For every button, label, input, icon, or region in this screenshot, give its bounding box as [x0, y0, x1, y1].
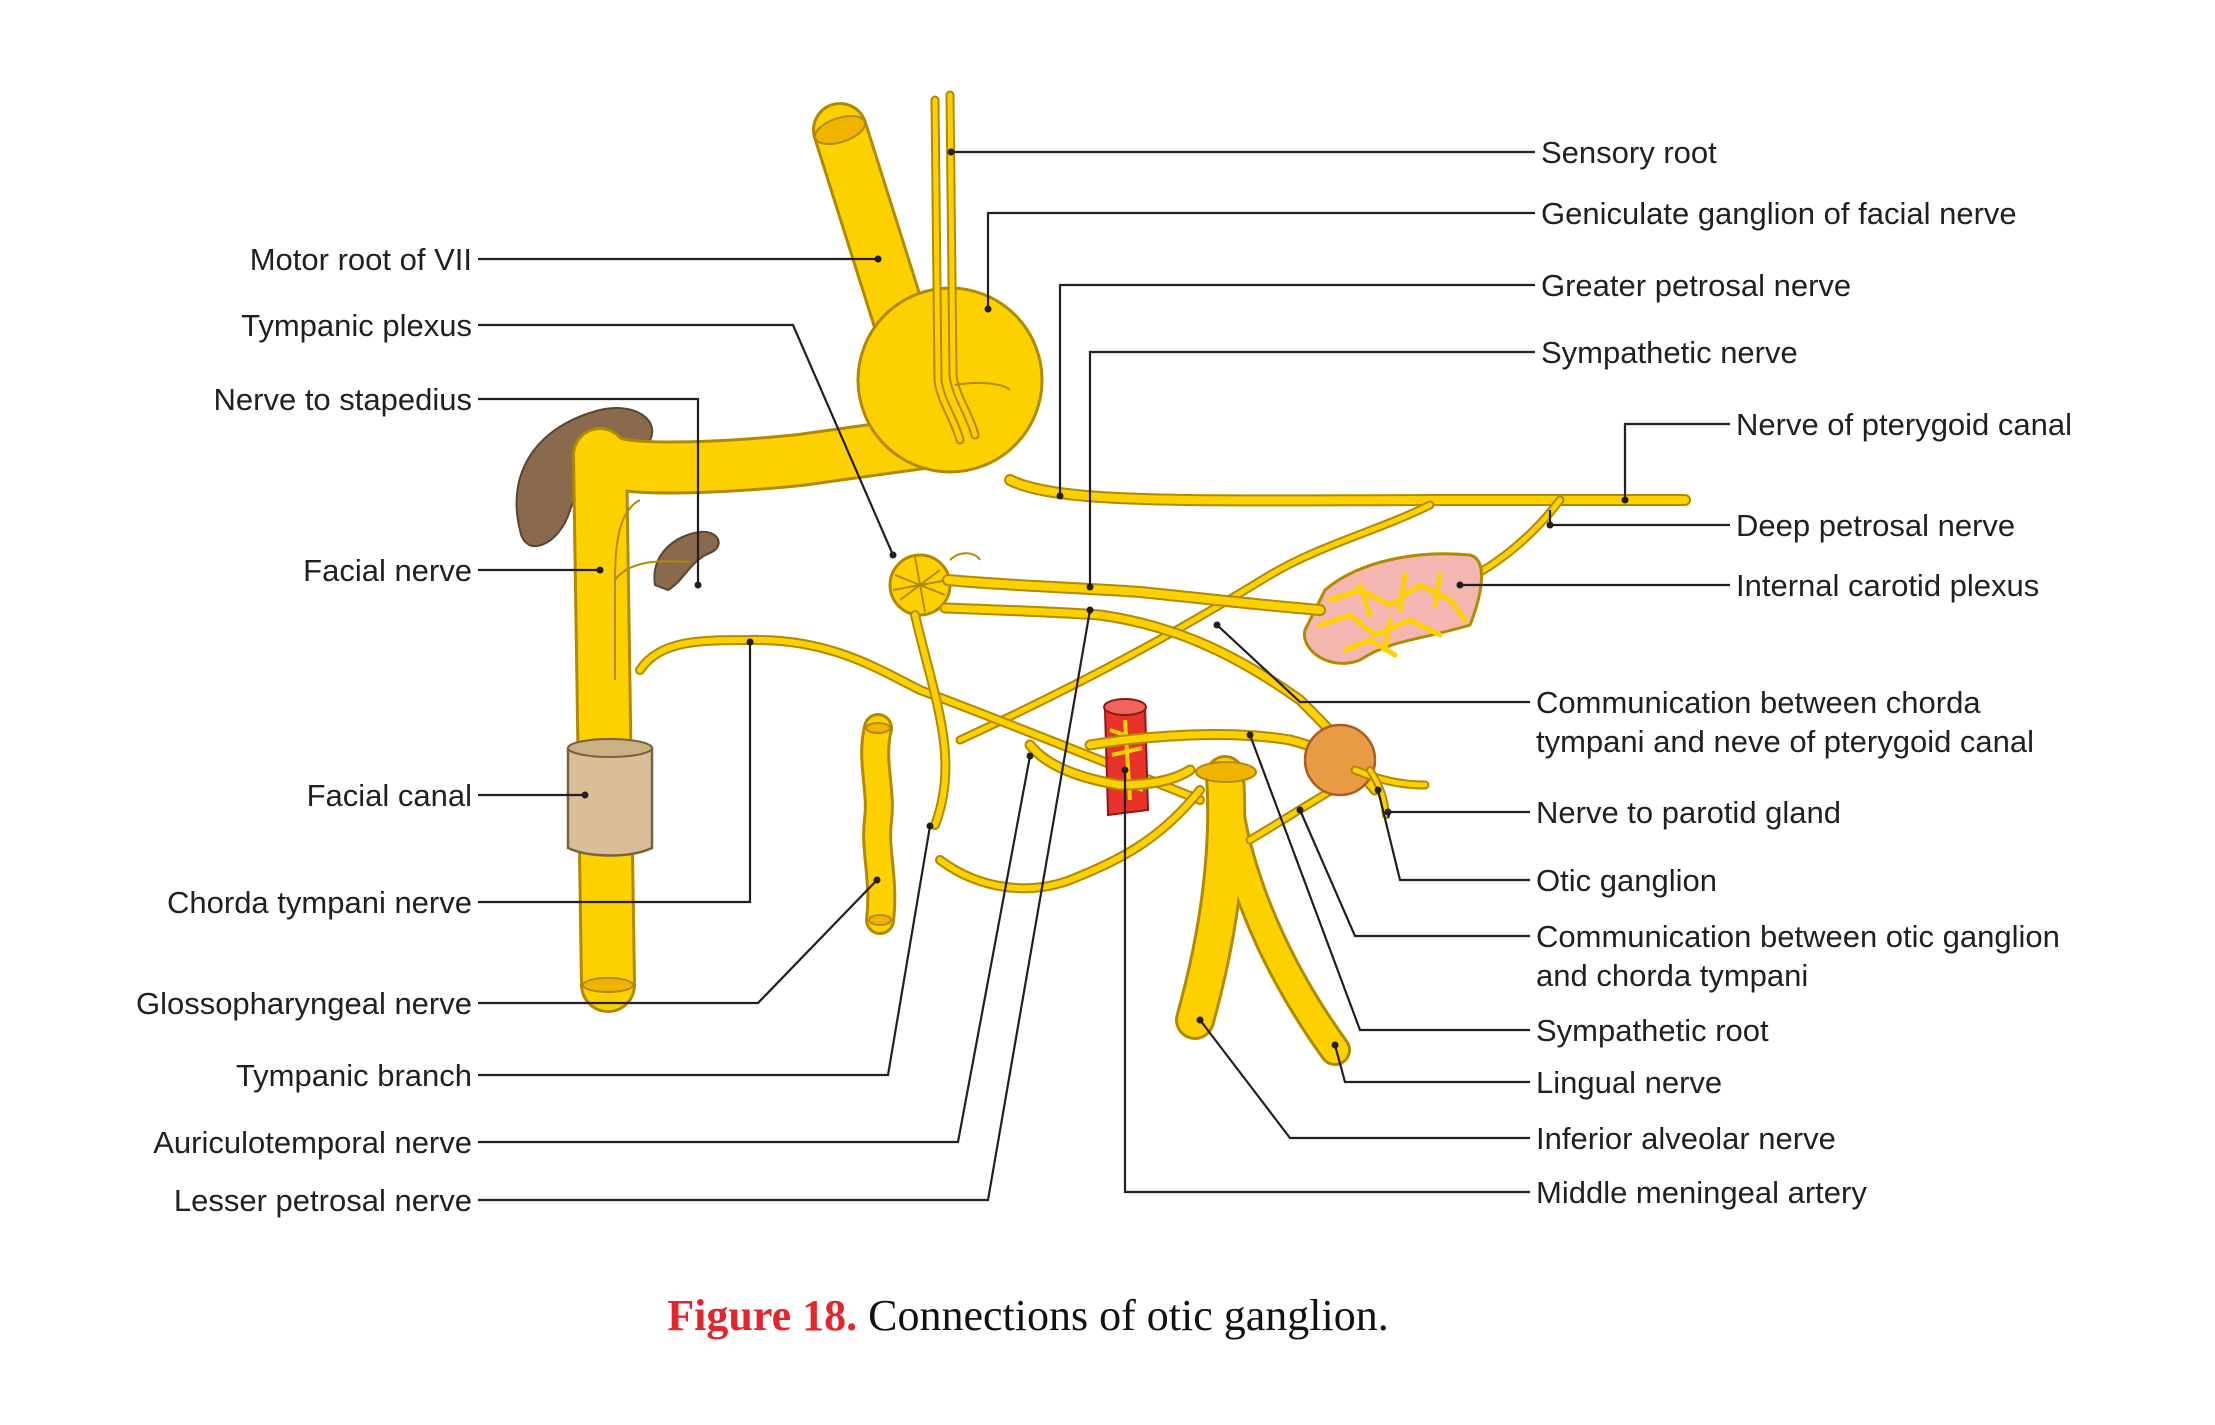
label-internal-carotid: Internal carotid plexus	[1736, 568, 2039, 603]
label-motor-root: Motor root of VII	[250, 242, 472, 277]
label-glossopharyngeal: Glossopharyngeal nerve	[136, 986, 472, 1021]
label-middle-meningeal: Middle meningeal artery	[1536, 1175, 1867, 1210]
facial-nerve-trunk	[572, 102, 1044, 1013]
labels-left: Motor root of VII Tympanic plexus Nerve …	[136, 242, 472, 1218]
label-sensory-root: Sensory root	[1541, 135, 1717, 170]
anatomy	[515, 90, 1691, 1066]
label-chorda-tympani: Chorda tympani nerve	[167, 885, 472, 920]
label-comm-otic-2: and chorda tympani	[1536, 958, 1808, 993]
glossopharyngeal	[860, 610, 951, 935]
label-lingual: Lingual nerve	[1536, 1065, 1722, 1100]
label-sympathetic-root: Sympathetic root	[1536, 1013, 1769, 1048]
label-parotid: Nerve to parotid gland	[1536, 795, 1841, 830]
internal-carotid-plexus	[1303, 552, 1484, 665]
labels-right: Sensory root Geniculate ganglion of faci…	[1536, 135, 2072, 1210]
mandibular-branches	[935, 755, 1365, 1066]
label-comm-chorda-1: Communication between chorda	[1536, 685, 1981, 720]
label-lesser-petrosal: Lesser petrosal nerve	[174, 1183, 472, 1218]
label-inferior-alveolar: Inferior alveolar nerve	[1536, 1121, 1836, 1156]
label-deep-petrosal: Deep petrosal nerve	[1736, 508, 2015, 543]
label-pterygoid-canal: Nerve of pterygoid canal	[1736, 407, 2072, 442]
label-comm-otic-1: Communication between otic ganglion	[1536, 919, 2060, 954]
chorda-tympani	[635, 634, 1205, 805]
label-sympathetic-nerve: Sympathetic nerve	[1541, 335, 1798, 370]
otic-ganglion	[1303, 723, 1430, 819]
label-tympanic-plexus: Tympanic plexus	[241, 308, 472, 343]
label-auriculotemporal: Auriculotemporal nerve	[153, 1125, 472, 1160]
label-nerve-to-stapedius: Nerve to stapedius	[214, 382, 472, 417]
lesser-petrosal-nerve	[939, 574, 1361, 766]
label-facial-canal: Facial canal	[307, 778, 472, 813]
label-otic-ganglion: Otic ganglion	[1536, 863, 1717, 898]
label-comm-chorda-2: tympani and neve of pterygoid canal	[1536, 724, 2034, 759]
leader-lines	[478, 148, 1730, 1202]
label-facial-nerve: Facial nerve	[303, 553, 472, 588]
caption-text: Connections of otic ganglion.	[857, 1291, 1389, 1340]
label-greater-petrosal: Greater petrosal nerve	[1541, 268, 1851, 303]
caption-number: Figure 18.	[667, 1291, 857, 1340]
label-geniculate: Geniculate ganglion of facial nerve	[1541, 196, 2017, 231]
sensory-root-strands	[930, 90, 1011, 445]
figure-caption: Figure 18. Connections of otic ganglion.	[667, 1291, 1388, 1340]
label-tympanic-branch: Tympanic branch	[236, 1058, 472, 1093]
